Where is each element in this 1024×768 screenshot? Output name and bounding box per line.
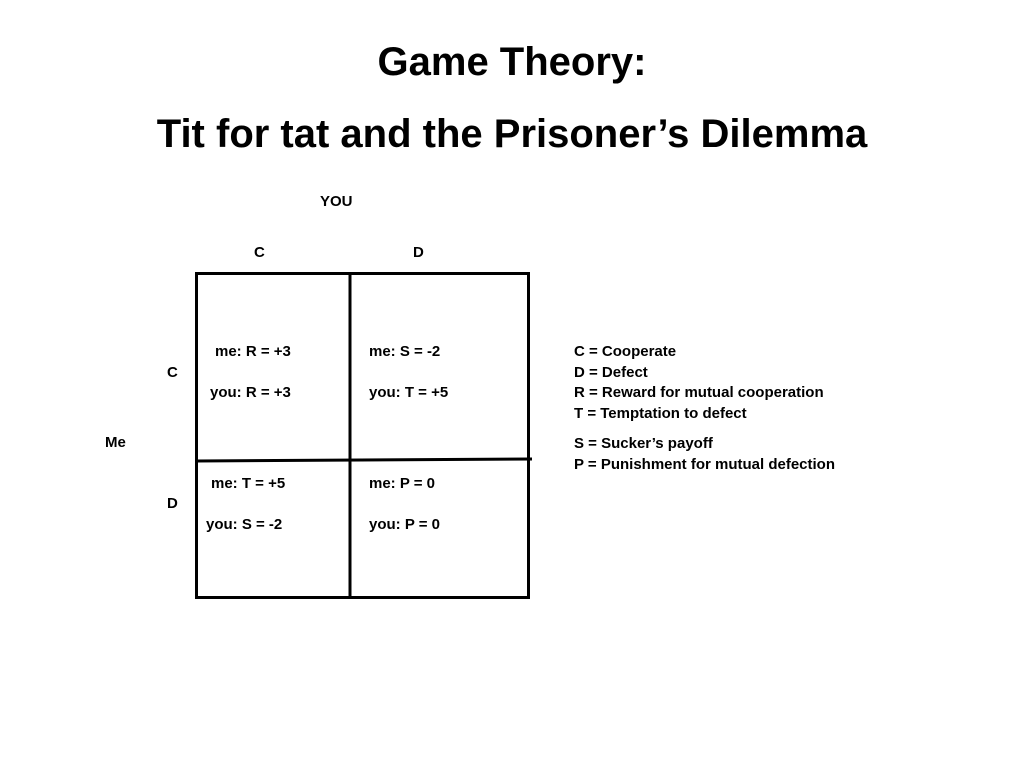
slide-title: Game Theory: bbox=[377, 40, 647, 84]
cell-cd-you-payoff: you: T = +5 bbox=[369, 384, 449, 401]
legend-item-reward: R = Reward for mutual cooperation bbox=[574, 384, 824, 401]
cell-cc-you-payoff: you: R = +3 bbox=[210, 384, 291, 401]
column-player-label: YOU bbox=[320, 193, 353, 210]
legend-item-sucker: S = Sucker’s payoff bbox=[574, 435, 713, 452]
matrix-border bbox=[195, 272, 530, 599]
cell-dd-me-payoff: me: P = 0 bbox=[369, 475, 436, 492]
cell-dc-me-payoff: me: T = +5 bbox=[211, 475, 286, 492]
legend-item-cooperate: C = Cooperate bbox=[574, 343, 677, 360]
row-player-label: Me bbox=[105, 434, 126, 451]
matrix-horizontal-divider bbox=[195, 457, 533, 463]
cell-cc-me-payoff: me: R = +3 bbox=[215, 343, 291, 360]
legend-item-defect: D = Defect bbox=[574, 363, 648, 381]
legend: C = Cooperate D = Defect R = Reward for … bbox=[574, 342, 835, 475]
column-header-cooperate: C bbox=[254, 244, 265, 261]
slide-subtitle: Tit for tat and the Prisoner’s Dilemma bbox=[156, 112, 868, 156]
cell-dc-you-payoff: you: S = -2 bbox=[206, 516, 283, 533]
row-header-defect: D bbox=[167, 495, 178, 512]
column-header-defect: D bbox=[413, 244, 424, 261]
legend-item-temptation: T = Temptation to defect bbox=[574, 404, 747, 422]
legend-item-punishment: P = Punishment for mutual defection bbox=[574, 455, 836, 473]
cell-cd-me-payoff: me: S = -2 bbox=[369, 343, 441, 360]
cell-dd-you-payoff: you: P = 0 bbox=[369, 516, 441, 533]
legend-spacer bbox=[574, 424, 835, 434]
row-header-cooperate: C bbox=[167, 364, 178, 381]
